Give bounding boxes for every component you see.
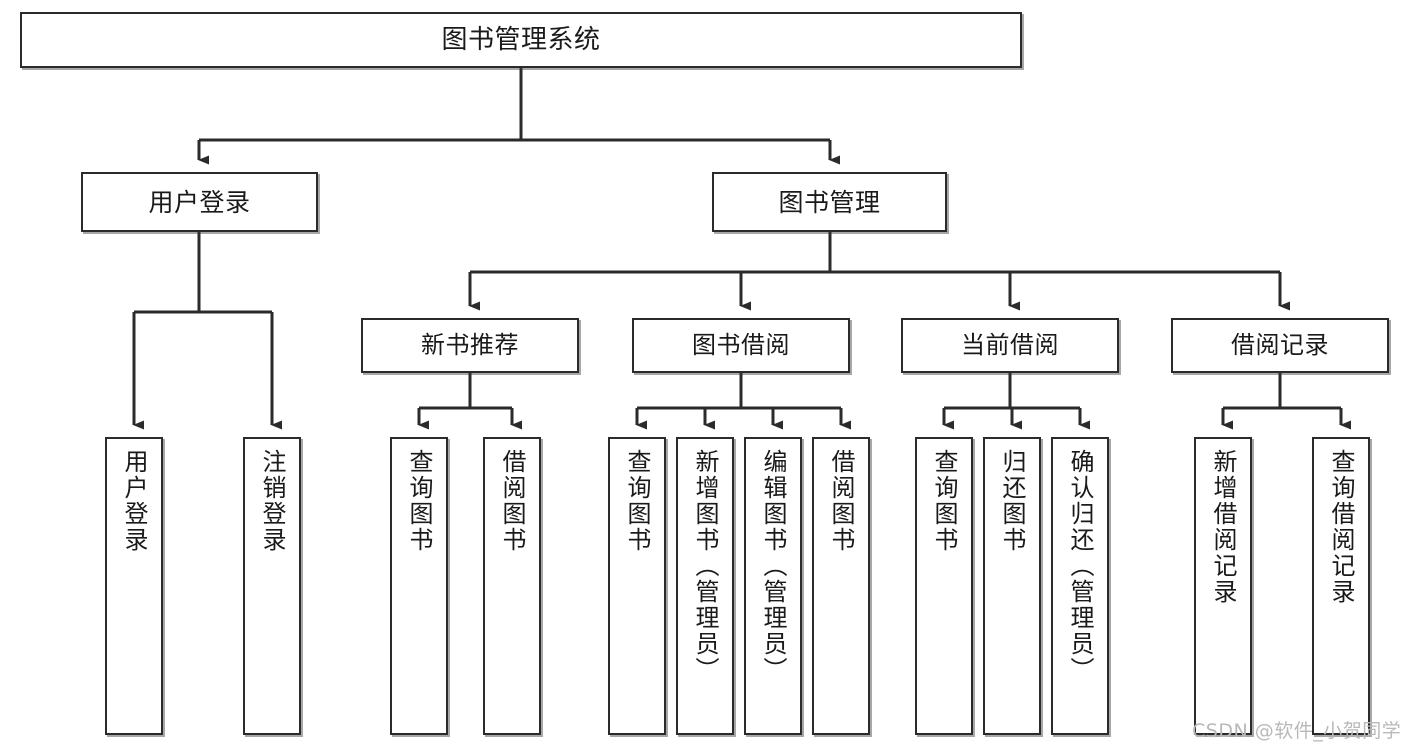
node-leaf-logout[interactable]: 注销登录 bbox=[243, 437, 301, 735]
node-leaf-confirm-return[interactable]: 确认归还（管理员） bbox=[1051, 437, 1109, 735]
node-label: 确认归还（管理员） bbox=[1066, 449, 1094, 683]
node-label: 图书管理 bbox=[778, 187, 881, 217]
node-label: 借阅图书 bbox=[498, 449, 526, 553]
node-new-book-recommend[interactable]: 新书推荐 bbox=[361, 318, 579, 373]
node-leaf-return-book[interactable]: 归还图书 bbox=[983, 437, 1041, 735]
node-leaf-query-book-2[interactable]: 查询图书 bbox=[608, 437, 666, 735]
node-leaf-user-login[interactable]: 用户登录 bbox=[105, 437, 163, 735]
node-label: 查询图书 bbox=[930, 449, 958, 553]
node-book-borrow[interactable]: 图书借阅 bbox=[632, 318, 850, 373]
node-label: 借阅图书 bbox=[827, 449, 855, 553]
node-leaf-edit-book[interactable]: 编辑图书（管理员） bbox=[744, 437, 802, 735]
node-root-system[interactable]: 图书管理系统 bbox=[20, 12, 1022, 68]
node-leaf-borrow-book-1[interactable]: 借阅图书 bbox=[483, 437, 541, 735]
node-user-login[interactable]: 用户登录 bbox=[81, 172, 318, 232]
node-label: 新增借阅记录 bbox=[1209, 449, 1237, 605]
node-leaf-query-record[interactable]: 查询借阅记录 bbox=[1312, 437, 1370, 735]
node-label: 图书管理系统 bbox=[441, 24, 601, 55]
node-current-borrow[interactable]: 当前借阅 bbox=[901, 318, 1119, 373]
node-borrow-record[interactable]: 借阅记录 bbox=[1171, 318, 1389, 373]
node-label: 当前借阅 bbox=[961, 330, 1059, 359]
node-book-manage[interactable]: 图书管理 bbox=[712, 172, 947, 232]
node-leaf-add-book[interactable]: 新增图书（管理员） bbox=[676, 437, 734, 735]
node-label: 借阅记录 bbox=[1231, 330, 1329, 359]
node-label: 归还图书 bbox=[998, 449, 1026, 553]
node-label: 用户登录 bbox=[120, 449, 148, 553]
node-label: 查询图书 bbox=[405, 449, 433, 553]
node-leaf-query-book-1[interactable]: 查询图书 bbox=[390, 437, 448, 735]
node-label: 查询图书 bbox=[623, 449, 651, 553]
node-label: 查询借阅记录 bbox=[1327, 449, 1355, 605]
node-leaf-borrow-book-2[interactable]: 借阅图书 bbox=[812, 437, 870, 735]
node-label: 图书借阅 bbox=[692, 330, 790, 359]
node-label: 用户登录 bbox=[148, 187, 251, 217]
node-label: 新增图书（管理员） bbox=[691, 449, 719, 683]
node-label: 编辑图书（管理员） bbox=[759, 449, 787, 683]
node-leaf-query-book-3[interactable]: 查询图书 bbox=[915, 437, 973, 735]
node-label: 新书推荐 bbox=[421, 330, 519, 359]
node-label: 注销登录 bbox=[258, 449, 286, 553]
node-leaf-add-record[interactable]: 新增借阅记录 bbox=[1194, 437, 1252, 735]
watermark: CSDN @软件_小贺同学 bbox=[1192, 720, 1402, 742]
